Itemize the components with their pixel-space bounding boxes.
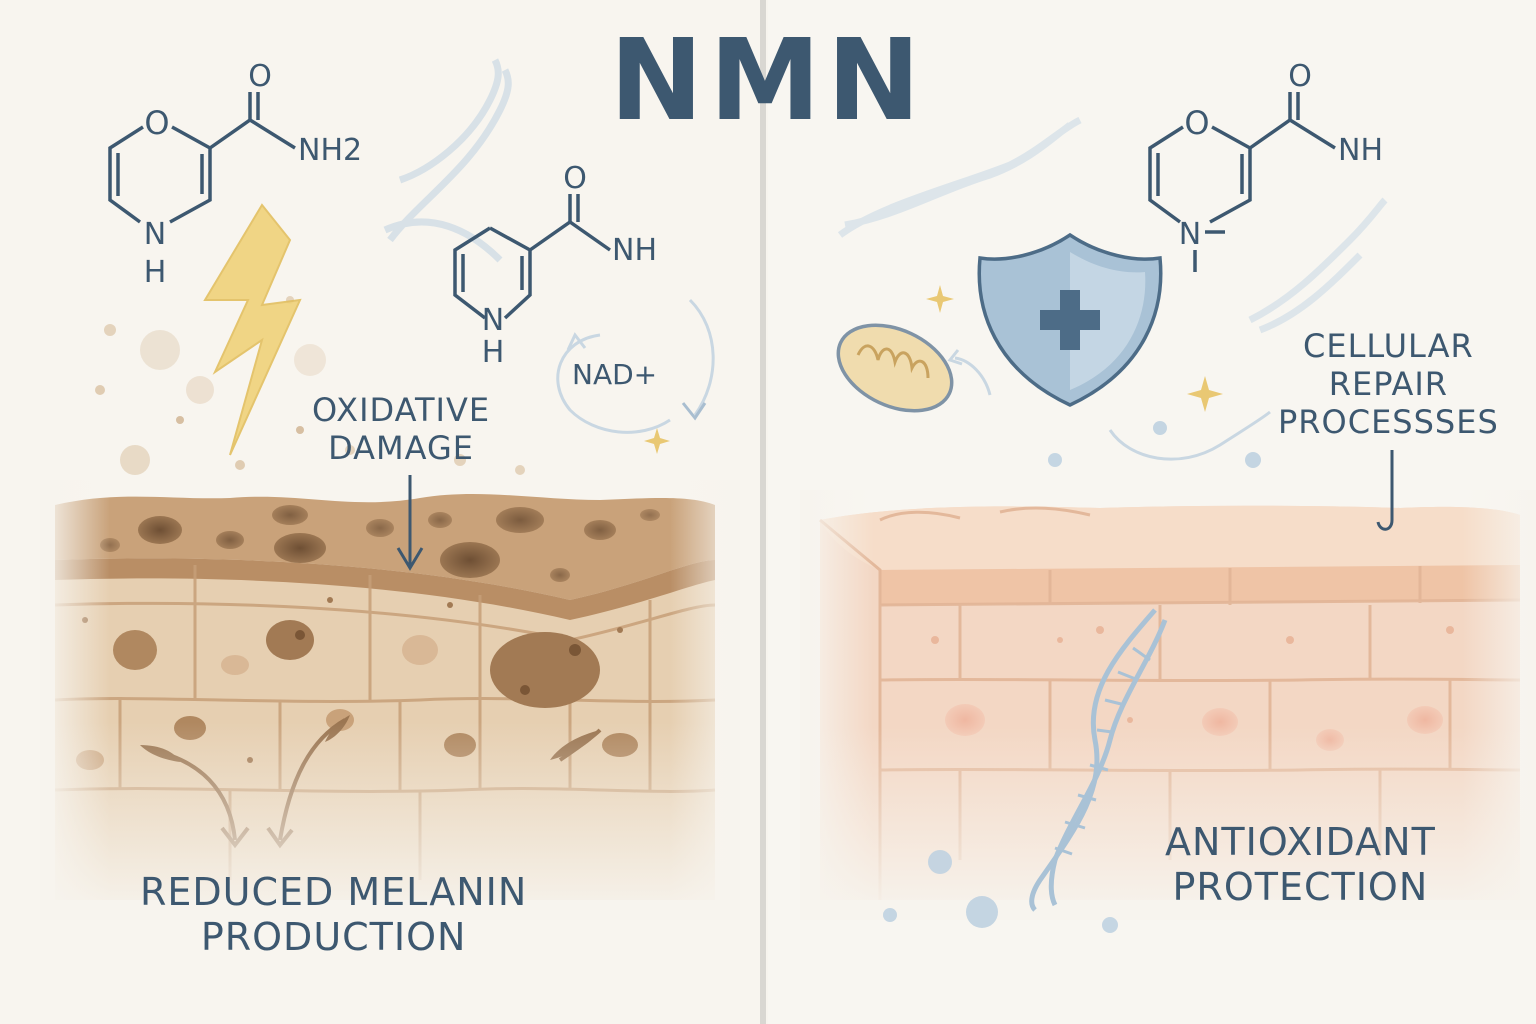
nad-cycle-arrows (556, 298, 715, 434)
oxidative-damage-line-1: OXIDATIVE (312, 391, 491, 429)
mol1-oxygen: O (144, 104, 169, 142)
mol2-hydrogen: H (482, 335, 505, 370)
shield-plus-icon (977, 232, 1163, 407)
mol1-nitrogen: N (144, 217, 166, 252)
antioxidant-line-2: PROTECTION (1172, 864, 1429, 909)
molecule-nmn-right (1148, 92, 1336, 272)
mol3-amide: NH (1338, 133, 1383, 168)
oxidative-damage-line-2: DAMAGE (328, 428, 474, 467)
mol2-carbonyl-oxygen: O (563, 161, 587, 196)
mol3-nitrogen: N (1179, 217, 1201, 252)
healthy-skin-block (800, 490, 1536, 920)
cellular-repair-line-1: CELLULAR (1303, 327, 1474, 365)
page-title: NMN (609, 16, 927, 146)
mol1-hydrogen: H (144, 255, 167, 290)
oxidative-damage-label: OXIDATIVE DAMAGE (312, 391, 491, 468)
mol1-carbonyl-oxygen: O (248, 59, 272, 94)
cellular-repair-line-2: REPAIR (1328, 364, 1448, 403)
cellular-repair-pointer (1376, 450, 1394, 531)
dna-helix-right (837, 116, 1388, 334)
lightning-bolt-icon (203, 203, 302, 456)
mol3-carbonyl-oxygen: O (1288, 59, 1312, 94)
damaged-skin-block (40, 480, 740, 920)
mol3-oxygen: O (1184, 104, 1209, 142)
sparkle-icon (1187, 376, 1223, 412)
mitochondrion-icon (836, 323, 954, 413)
mol2-amide: NH (612, 233, 657, 268)
reduced-melanin-label: REDUCED MELANIN PRODUCTION (140, 870, 527, 960)
antioxidant-bubbles (883, 421, 1261, 933)
free-radical-particles (95, 296, 525, 475)
molecule-nicotinamide-1 (108, 92, 296, 224)
sparkle-icon (644, 428, 670, 454)
antioxidant-protection-label: ANTIOXIDANT PROTECTION (1165, 820, 1436, 910)
antioxidant-line-1: ANTIOXIDANT (1165, 820, 1436, 864)
sparkle-icon (926, 285, 954, 313)
cellular-repair-line-3: PROCESSSES (1278, 402, 1499, 441)
dna-helix-left (383, 58, 512, 263)
reduced-melanin-line-2: PRODUCTION (200, 914, 467, 959)
center-divider (760, 0, 766, 1024)
reduced-melanin-line-1: REDUCED MELANIN (140, 870, 528, 914)
mol1-amide: NH2 (298, 133, 362, 168)
dna-helix-healthy-skin (1029, 608, 1168, 912)
molecule-nicotinamide-2 (453, 194, 612, 320)
cellular-repair-label: CELLULAR REPAIR PROCESSSES (1278, 327, 1499, 441)
nad-plus-label: NAD+ (572, 358, 658, 391)
mol2-nitrogen: N (482, 303, 504, 338)
